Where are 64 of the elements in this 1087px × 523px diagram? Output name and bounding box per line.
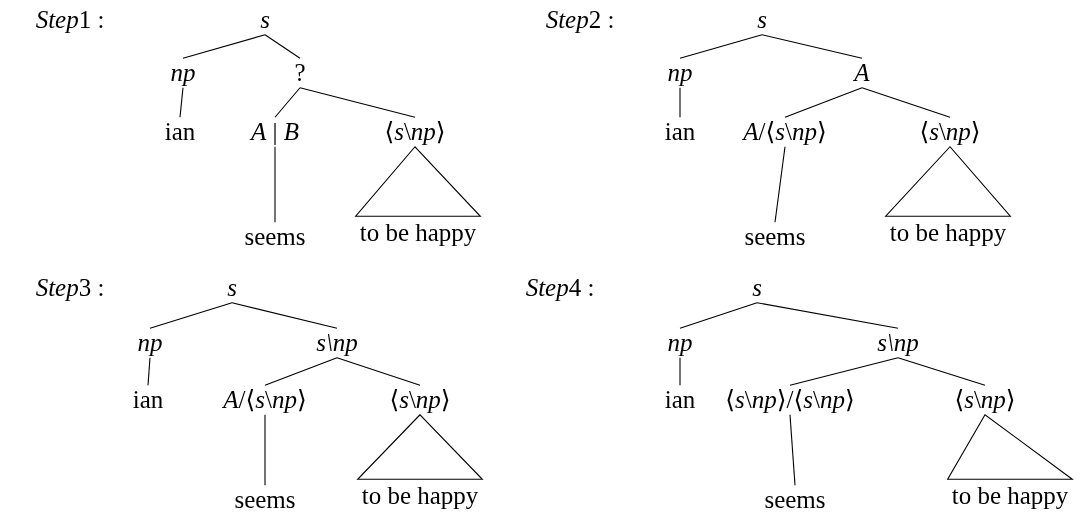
word-label: seems — [744, 223, 806, 251]
tree-branch — [274, 146, 276, 223]
word-label: ian — [664, 118, 696, 146]
word-label: seems — [234, 486, 296, 514]
subtree-triangle — [356, 413, 484, 480]
category-label: ⟨s\np⟩ — [384, 118, 446, 146]
category-label: s — [757, 6, 767, 34]
category-label: A/⟨s\np⟩ — [743, 118, 827, 146]
tree-branch — [299, 87, 416, 118]
tree-branch — [789, 414, 796, 486]
tree-branch — [774, 146, 786, 223]
category-label: np — [667, 59, 693, 87]
tree-branch — [861, 87, 951, 118]
word-label: seems — [244, 223, 306, 251]
category-label: s\np — [877, 329, 919, 357]
tree-branch — [756, 302, 899, 329]
tree-branch — [149, 302, 233, 329]
tree-branch — [679, 302, 758, 329]
tree-branch — [679, 357, 681, 386]
step-label: Step1 : — [35, 6, 105, 34]
phrase-label: to be happy — [359, 219, 477, 247]
category-label: ⟨s\np⟩/⟨s\np⟩ — [725, 386, 855, 414]
category-label: ⟨s\np⟩ — [954, 386, 1016, 414]
tree-branch — [679, 87, 681, 118]
tree-branch — [264, 414, 266, 486]
category-label: ⟨s\np⟩ — [919, 118, 981, 146]
category-label: s — [227, 274, 237, 302]
category-label: s\np — [316, 329, 358, 357]
step-label: Step2 : — [545, 6, 615, 34]
step-label: Step3 : — [35, 274, 105, 302]
subtree-triangle — [354, 145, 482, 217]
word-label: ian — [664, 386, 696, 414]
step-label: Step4 : — [525, 274, 595, 302]
category-label: s — [752, 274, 762, 302]
category-label: np — [170, 59, 196, 87]
category-label: ? — [294, 59, 306, 87]
word-label: seems — [764, 486, 826, 514]
tree-branch — [336, 357, 421, 386]
word-label: ian — [164, 118, 196, 146]
tree-branch — [182, 34, 266, 59]
tree-branch — [147, 357, 151, 386]
phrase-label: to be happy — [951, 482, 1069, 510]
category-label: A | B — [250, 118, 300, 146]
subtree-triangle — [884, 145, 1012, 217]
tree-branch — [761, 34, 863, 59]
category-label: np — [137, 329, 163, 357]
tree-branch — [231, 302, 338, 329]
phrase-label: to be happy — [889, 219, 1007, 247]
category-label: A/⟨s\np⟩ — [223, 386, 307, 414]
category-label: A — [854, 59, 870, 87]
category-label: np — [667, 329, 693, 357]
tree-branch — [264, 34, 301, 59]
word-label: ian — [132, 386, 164, 414]
category-label: s — [260, 6, 270, 34]
tree-branch — [897, 357, 986, 386]
tree-branch — [789, 357, 899, 386]
tree-branch — [784, 87, 863, 118]
subtree-triangle — [946, 413, 1074, 480]
category-label: ⟨s\np⟩ — [389, 386, 451, 414]
tree-branch — [264, 357, 338, 386]
tree-branch — [274, 87, 301, 118]
phrase-label: to be happy — [361, 482, 479, 510]
tree-branch — [679, 34, 763, 59]
tree-branch — [179, 87, 184, 118]
